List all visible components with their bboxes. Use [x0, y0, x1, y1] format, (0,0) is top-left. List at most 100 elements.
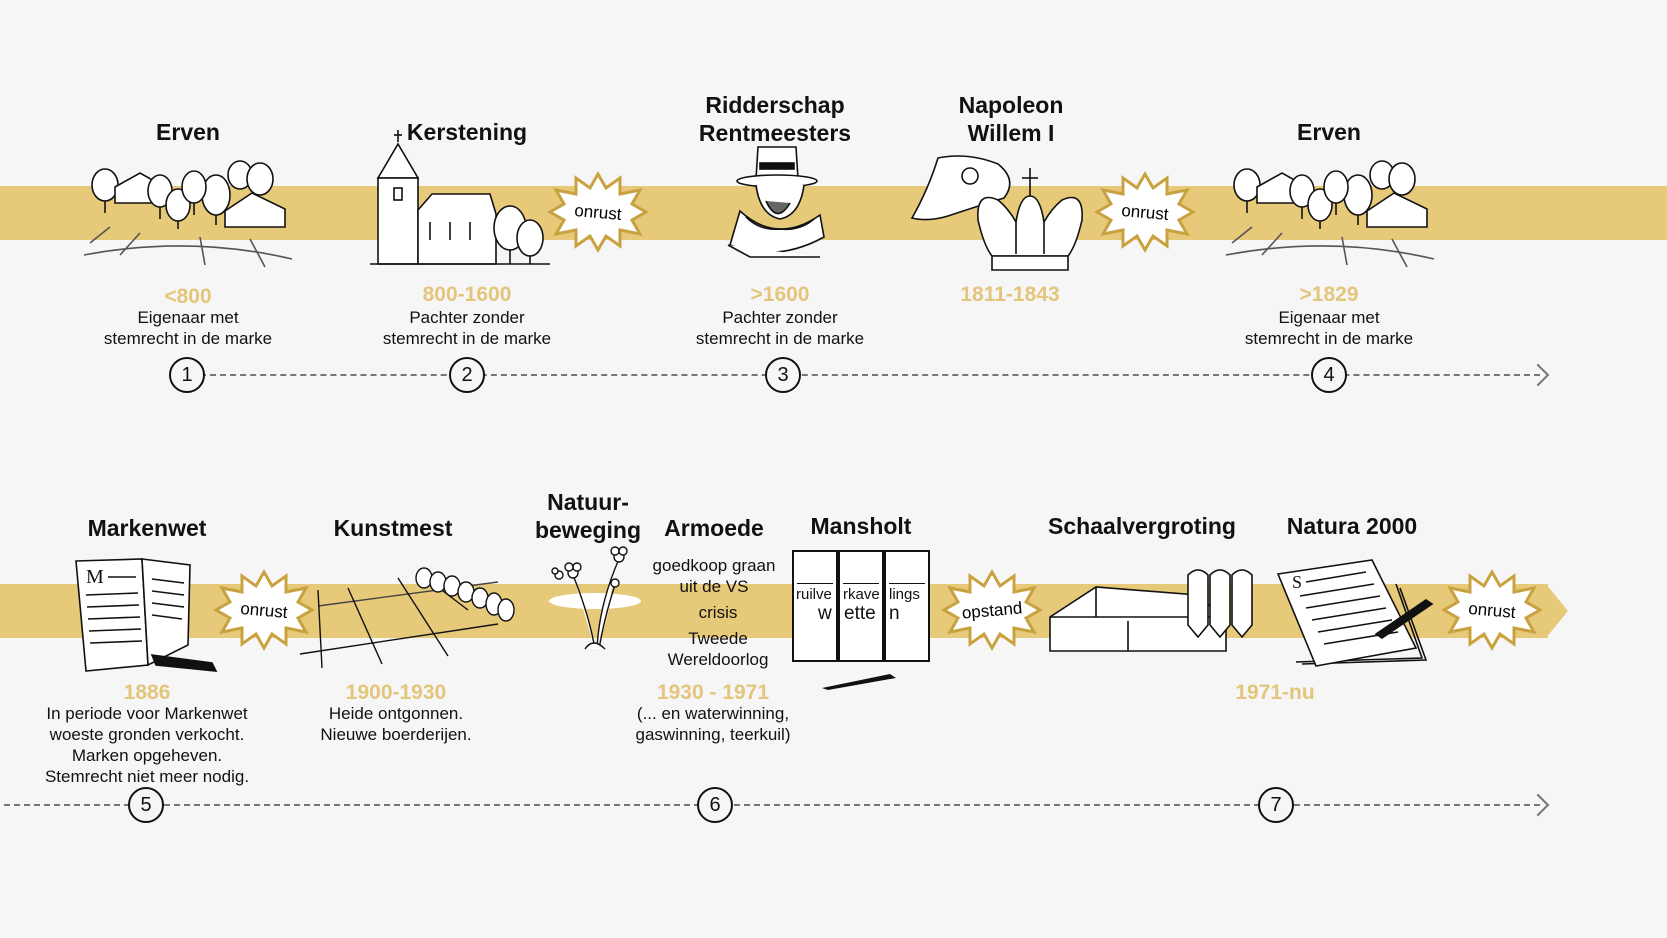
desc-line: stemrecht in de marke	[1244, 329, 1414, 348]
armoede-line: Tweede	[688, 629, 748, 648]
step-marker-6: 6	[697, 787, 733, 823]
desc-line: Eigenaar met	[1278, 308, 1380, 327]
desc-line: (... en waterwinning,	[636, 704, 790, 723]
onrust-burst-icon: onrust	[1093, 170, 1197, 254]
burst-label: onrust	[1468, 599, 1517, 622]
armoede-text-1: goedkoop graan uit de VS	[653, 555, 776, 597]
stage-period: 1930 - 1971	[656, 681, 770, 704]
stage-desc: In periode voor Markenwet woeste gronden…	[45, 703, 249, 787]
board-text: n	[889, 603, 900, 624]
timeline-axis-1	[200, 374, 1540, 376]
title-line: Ridderschap	[705, 92, 845, 118]
panel-header	[797, 555, 833, 584]
burst-label: onrust	[1121, 201, 1170, 224]
step-marker-2: 2	[449, 357, 485, 393]
desc-line: stemrecht in de marke	[103, 329, 273, 348]
barn-silos-icon	[1049, 569, 1253, 652]
document-pen-icon: S	[1276, 559, 1434, 667]
flowers-icon	[549, 546, 641, 650]
stage-desc: Pachter zonder stemrecht in de marke	[696, 307, 864, 349]
step-marker-5: 5	[128, 787, 164, 823]
desc-line: Heide ontgonnen.	[328, 704, 464, 723]
title-line: Willem I	[967, 120, 1055, 146]
axis-arrow-icon	[1526, 793, 1550, 817]
stage-period: 800-1600	[422, 283, 512, 306]
desc-line: Stemrecht niet meer nodig.	[44, 767, 250, 786]
church-icon	[370, 130, 550, 265]
stage-desc: Eigenaar met stemrecht in de marke	[1245, 307, 1413, 349]
onrust-burst-icon: onrust	[1440, 568, 1544, 652]
desc-line: stemrecht in de marke	[695, 329, 865, 348]
axis-arrow-icon	[1526, 363, 1550, 387]
pen-icon	[822, 674, 896, 690]
stage-title-mansholt: Mansholt	[810, 513, 912, 539]
panel-header	[843, 555, 879, 584]
step-marker-4: 4	[1311, 357, 1347, 393]
burst-label: onrust	[240, 599, 289, 622]
onrust-burst-icon: onrust	[546, 170, 650, 254]
document-pen-icon: M	[75, 558, 218, 672]
stage-period: 1811-1843	[960, 283, 1060, 306]
law-panel	[884, 550, 930, 662]
desc-line: In periode voor Markenwet	[46, 704, 248, 723]
desc-line: Pachter zonder	[722, 308, 838, 327]
farm-trees-icon	[83, 160, 293, 268]
armoede-text-2: crisis	[698, 603, 738, 622]
board-text: ruilve	[796, 586, 832, 603]
title-line: Napoleon	[958, 92, 1064, 118]
desc-line: woeste gronden verkocht.	[49, 725, 245, 744]
timeline-axis-2	[4, 804, 1540, 806]
onrust-burst-icon: onrust	[212, 568, 316, 652]
stage-desc: (... en waterwinning, gaswinning, teerku…	[636, 703, 791, 745]
fields-icon	[299, 567, 515, 669]
stage-desc: Eigenaar met stemrecht in de marke	[104, 307, 272, 349]
stage-title-napoleon: Napoleon Willem I	[959, 91, 1064, 147]
svg-text:S: S	[1292, 572, 1302, 592]
panel-header	[889, 555, 925, 584]
nobleman-icon	[727, 146, 825, 258]
stage-title-natura-2000: Natura 2000	[1286, 513, 1418, 539]
stage-desc: Pachter zonder stemrecht in de marke	[383, 307, 551, 349]
armoede-line: uit de VS	[679, 577, 749, 596]
stage-period: >1829	[1299, 283, 1359, 306]
stage-title-markenwet: Markenwet	[87, 515, 207, 541]
opstand-burst-icon: opstand	[940, 568, 1044, 652]
stage-title-armoede: Armoede	[664, 515, 764, 541]
armoede-line: Wereldoorlog	[667, 650, 769, 669]
stage-title-natuurbeweging: Natuur- beweging	[535, 488, 641, 544]
title-line: Natuur-	[547, 489, 629, 515]
stage-title-erven-2: Erven	[1297, 119, 1361, 145]
title-line: beweging	[534, 517, 642, 543]
stage-period: 1886	[123, 681, 171, 704]
board-text: rkave	[843, 586, 880, 603]
stage-period: 1971-nu	[1235, 681, 1315, 704]
board-text: w	[818, 603, 832, 624]
law-panel	[792, 550, 838, 662]
armoede-text-3: Tweede Wereldoorlog	[668, 628, 769, 670]
desc-line: stemrecht in de marke	[382, 329, 552, 348]
stage-title-kunstmest: Kunstmest	[333, 515, 453, 541]
farm-trees-icon	[1225, 160, 1435, 268]
stage-period: 1900-1930	[345, 681, 447, 704]
stage-period: >1600	[750, 283, 810, 306]
desc-line: Marken opgeheven.	[71, 746, 223, 765]
stage-title-kerstening: Kerstening	[406, 119, 528, 145]
step-marker-1: 1	[169, 357, 205, 393]
stage-title-erven: Erven	[156, 119, 220, 145]
step-marker-3: 3	[765, 357, 801, 393]
title-line: Rentmeesters	[698, 120, 852, 146]
board-text: lings	[889, 586, 920, 603]
armoede-line: goedkoop graan	[652, 556, 776, 575]
svg-text:M: M	[86, 566, 104, 588]
stage-title-ridderschap: Ridderschap Rentmeesters	[699, 91, 851, 147]
stage-title-schaalvergroting: Schaalvergroting	[1048, 513, 1236, 539]
burst-label: onrust	[574, 201, 623, 224]
desc-line: Eigenaar met	[137, 308, 239, 327]
hat-crown-icon	[910, 155, 1083, 271]
stage-period: <800	[164, 285, 212, 308]
band-arrow-icon	[1546, 584, 1568, 638]
step-marker-7: 7	[1258, 787, 1294, 823]
desc-line: Pachter zonder	[409, 308, 525, 327]
law-panel	[838, 550, 884, 662]
desc-line: Nieuwe boerderijen.	[320, 725, 472, 744]
